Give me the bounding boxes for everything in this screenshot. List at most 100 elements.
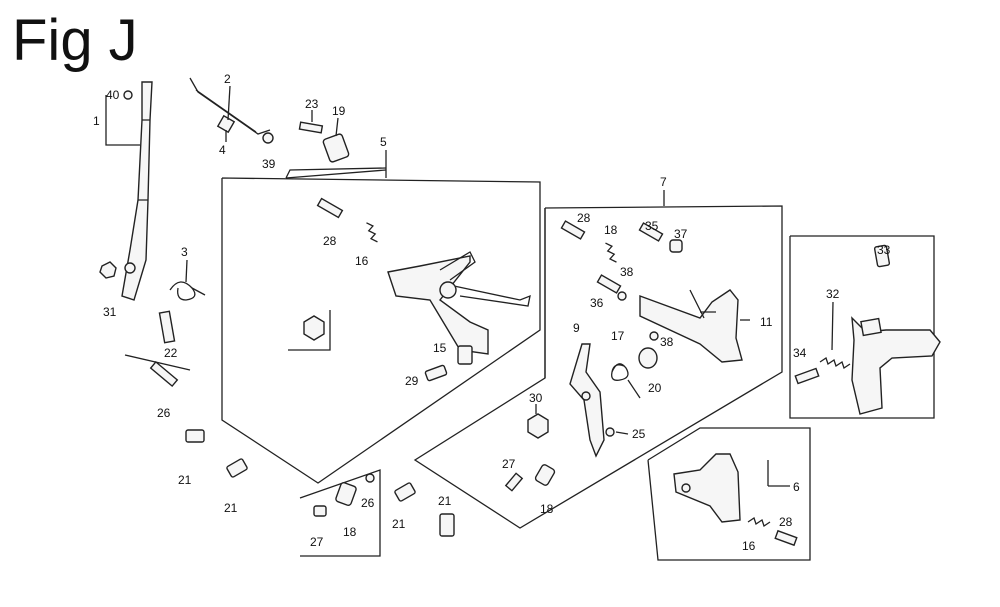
- lever-pivot: [124, 262, 136, 274]
- bolt-28c: [774, 529, 798, 547]
- group-6-outline: [647, 427, 811, 561]
- group-5-outline: [221, 177, 541, 484]
- callout-15: 15: [433, 341, 447, 355]
- washer-25: [605, 427, 615, 437]
- callout-16: 16: [355, 254, 369, 268]
- leader-19: [335, 117, 339, 137]
- collar-20: [638, 347, 658, 369]
- callout-18: 18: [343, 525, 357, 539]
- choke-bracket: [851, 316, 941, 415]
- callout-39: 39: [262, 157, 276, 171]
- leader-lines: [185, 85, 834, 487]
- callout-4: 4: [219, 143, 226, 157]
- group-32-outline: [789, 235, 935, 419]
- group-16-bracket: [288, 310, 331, 351]
- bolt-23: [298, 121, 324, 134]
- callout-6: 6: [793, 480, 800, 494]
- parts: [99, 77, 941, 547]
- bolt-28a: [316, 197, 344, 219]
- callout-38: 38: [620, 265, 634, 279]
- throttle-lever: [121, 81, 153, 301]
- callout-22: 22: [164, 346, 178, 360]
- collar-18c: [534, 464, 556, 486]
- plate-screw: [689, 289, 716, 319]
- bolt-22: [158, 310, 176, 344]
- callout-2: 2: [224, 72, 231, 86]
- clip-15: [457, 345, 473, 365]
- callout-26: 26: [361, 496, 375, 510]
- callout-23: 23: [305, 97, 319, 111]
- return-spring-tail: [191, 287, 206, 296]
- callout-11: 11: [760, 315, 773, 329]
- group-lower-outline: [299, 469, 381, 557]
- spring-17: [611, 363, 629, 381]
- callout-21: 21: [392, 517, 406, 531]
- callout-9: 9: [573, 321, 580, 335]
- group-left-bracket-2: [285, 167, 387, 179]
- callout-29: 29: [405, 374, 419, 388]
- callout-33: 33: [877, 243, 891, 257]
- bolt-35: [638, 222, 664, 242]
- callout-32: 32: [826, 287, 840, 301]
- spring-18b: [605, 242, 617, 263]
- callout-21: 21: [224, 501, 238, 515]
- bolt-26: [149, 360, 179, 388]
- callout-36: 36: [590, 296, 604, 310]
- callout-28: 28: [779, 515, 793, 529]
- bolt-21d: [439, 513, 455, 537]
- throttle-plate-11: [639, 289, 743, 363]
- washer-26b: [365, 473, 375, 483]
- callout-19: 19: [332, 104, 346, 118]
- washer-38b: [649, 331, 659, 341]
- bolt-33: [873, 244, 891, 268]
- nut-29: [424, 364, 448, 382]
- washer-37: [669, 239, 683, 253]
- callout-18: 18: [604, 223, 618, 237]
- bolt-34: [794, 367, 820, 385]
- choke-tab: [860, 317, 882, 337]
- washer-38a: [617, 291, 627, 301]
- callout-27: 27: [502, 457, 516, 471]
- washer-39: [262, 132, 274, 144]
- governor-bracket: [387, 255, 489, 355]
- nut-center: [303, 315, 325, 341]
- collar-19: [322, 133, 350, 163]
- callout-28: 28: [577, 211, 591, 225]
- bolt-28b: [560, 220, 586, 240]
- callout-40: 40: [106, 88, 120, 102]
- callout-21: 21: [178, 473, 192, 487]
- group-outlines: [124, 150, 935, 561]
- spring-32: [819, 356, 851, 370]
- figure-title: Fig J: [12, 8, 138, 73]
- bolt-21c: [394, 482, 416, 502]
- callout-34: 34: [793, 346, 807, 360]
- callouts: 40 1 2 4 39 23 19 5 3 31 22 26 21 21 28 …: [93, 72, 891, 553]
- group-5-leader: [285, 169, 387, 179]
- spring-16b: [747, 516, 771, 528]
- rod-clip: [216, 114, 236, 134]
- bolt-27b: [504, 472, 524, 492]
- callout-37: 37: [674, 227, 688, 241]
- callout-21: 21: [438, 494, 452, 508]
- callout-28: 28: [323, 234, 337, 248]
- callout-17: 17: [611, 329, 625, 343]
- leader-2: [227, 85, 231, 121]
- callout-7: 7: [660, 175, 667, 189]
- governor-link: [453, 285, 531, 307]
- callout-26: 26: [157, 406, 171, 420]
- bolt-21b: [226, 458, 248, 478]
- callout-1: 1: [93, 114, 100, 128]
- callout-18: 18: [540, 502, 554, 516]
- bracket-6-hole: [681, 483, 691, 493]
- governor-arm: [439, 251, 476, 281]
- callout-27: 27: [310, 535, 324, 549]
- callout-31: 31: [103, 305, 117, 319]
- callout-16: 16: [742, 539, 756, 553]
- spring-17-tail: [627, 379, 641, 399]
- arm-hole: [581, 391, 591, 401]
- callout-35: 35: [645, 219, 659, 233]
- leader-25: [615, 431, 629, 435]
- collar-18a: [335, 482, 357, 506]
